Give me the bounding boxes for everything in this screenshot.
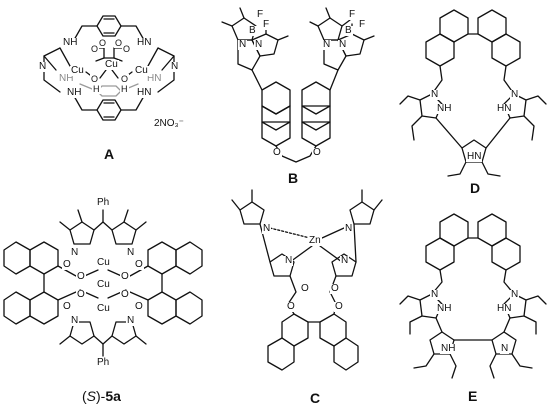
s5a-atom-o7: O (62, 301, 72, 312)
c-atom-zn: Zn (308, 235, 322, 246)
c-atom-o1: O (300, 283, 310, 294)
c-atom-n2: N (344, 223, 354, 234)
a-atom-nh-ml: NH (58, 73, 75, 84)
c-atom-o2: O (330, 283, 340, 294)
a-atom-cu-left: Cu (70, 65, 85, 76)
e-atom-n-bottom: N (500, 343, 510, 354)
b-atom-f-r2: F (358, 19, 367, 30)
d-atom-n-right: N (510, 89, 520, 100)
a-atom-cu-center: Cu (104, 59, 119, 70)
a-atom-nh-tr: HN (136, 37, 153, 48)
label-b: B (288, 170, 299, 186)
a-atom-nh-br: HN (136, 87, 153, 98)
b-atom-f-r1: F (348, 9, 357, 20)
e-atom-n-left: N (430, 289, 440, 300)
a-atom-h-left: H (92, 84, 101, 94)
s5a-atom-n1: N (70, 247, 80, 258)
s5a-atom-o5: O (76, 289, 86, 300)
a-atom-o-right: O (120, 74, 130, 84)
b-atom-n-l2: N (254, 39, 264, 50)
s5a-atom-o3: O (76, 271, 86, 282)
label-a: A (104, 146, 115, 162)
s5a-atom-o6: O (120, 289, 130, 300)
structure-e (399, 213, 547, 379)
b-atom-f-l2: F (262, 19, 271, 30)
d-atom-nh-right: HN (496, 103, 513, 114)
label-s5a: (S)-5a (82, 388, 121, 404)
s5a-atom-o1: O (62, 259, 72, 270)
a-atom-nh-mr: HN (146, 73, 163, 84)
d-atom-n-left: N (430, 89, 440, 100)
c-atom-n1: N (262, 223, 272, 234)
s5a-atom-n4: N (126, 315, 136, 326)
label-d: D (470, 180, 481, 196)
a-atom-o-ml: O (90, 44, 100, 54)
s5a-atom-cu1: Cu (96, 257, 111, 268)
label-c: C (310, 390, 321, 406)
b-atom-o-left: O (272, 147, 282, 158)
a-atom-nh-bl: NH (66, 87, 83, 98)
a-atom-n-left: N (38, 61, 48, 72)
s5a-atom-n2: N (126, 247, 136, 258)
a-atom-o-tl: O (98, 38, 108, 48)
b-atom-n-r1: N (322, 39, 332, 50)
e-atom-nh-right: HN (496, 303, 513, 314)
d-atom-nh-bottom: HN (466, 151, 483, 162)
a-counterion: 2NO₃⁻ (154, 118, 184, 129)
a-atom-n-right: N (170, 61, 180, 72)
a-atom-h-right: H (120, 84, 129, 94)
b-atom-n-l1: N (238, 39, 248, 50)
label-e: E (468, 388, 478, 404)
b-atom-o-right: O (312, 147, 322, 158)
s5a-atom-cu3: Cu (96, 303, 111, 314)
b-atom-n-r2: N (338, 39, 348, 50)
s5a-atom-ph-bottom: Ph (96, 357, 111, 368)
d-atom-nh-left: NH (436, 103, 453, 114)
e-atom-nh-left: NH (436, 303, 453, 314)
a-atom-nh-tl: NH (62, 37, 79, 48)
s5a-atom-n3: N (70, 315, 80, 326)
s5a-atom-o4: O (120, 271, 130, 282)
s5a-atom-cu2: Cu (96, 279, 111, 290)
c-atom-o4: O (334, 301, 344, 312)
a-atom-o-left: O (90, 74, 100, 84)
c-atom-o3: O (286, 301, 296, 312)
b-atom-b-right: B (344, 25, 353, 36)
a-atom-cu-right: Cu (134, 65, 149, 76)
s5a-atom-ph-top: Ph (96, 197, 111, 208)
a-atom-o-tr: O (114, 38, 124, 48)
e-atom-n-right: N (510, 289, 520, 300)
structure-c (231, 189, 383, 371)
a-atom-o-mr: O (122, 44, 132, 54)
b-atom-b-left: B (248, 25, 257, 36)
e-atom-nh-bottom-left: NH (440, 343, 457, 354)
b-atom-f-l1: F (256, 9, 265, 20)
c-atom-n4: N (340, 255, 350, 266)
s5a-atom-o8: O (134, 301, 144, 312)
s5a-atom-o2: O (134, 259, 144, 270)
c-atom-n3: N (284, 255, 294, 266)
